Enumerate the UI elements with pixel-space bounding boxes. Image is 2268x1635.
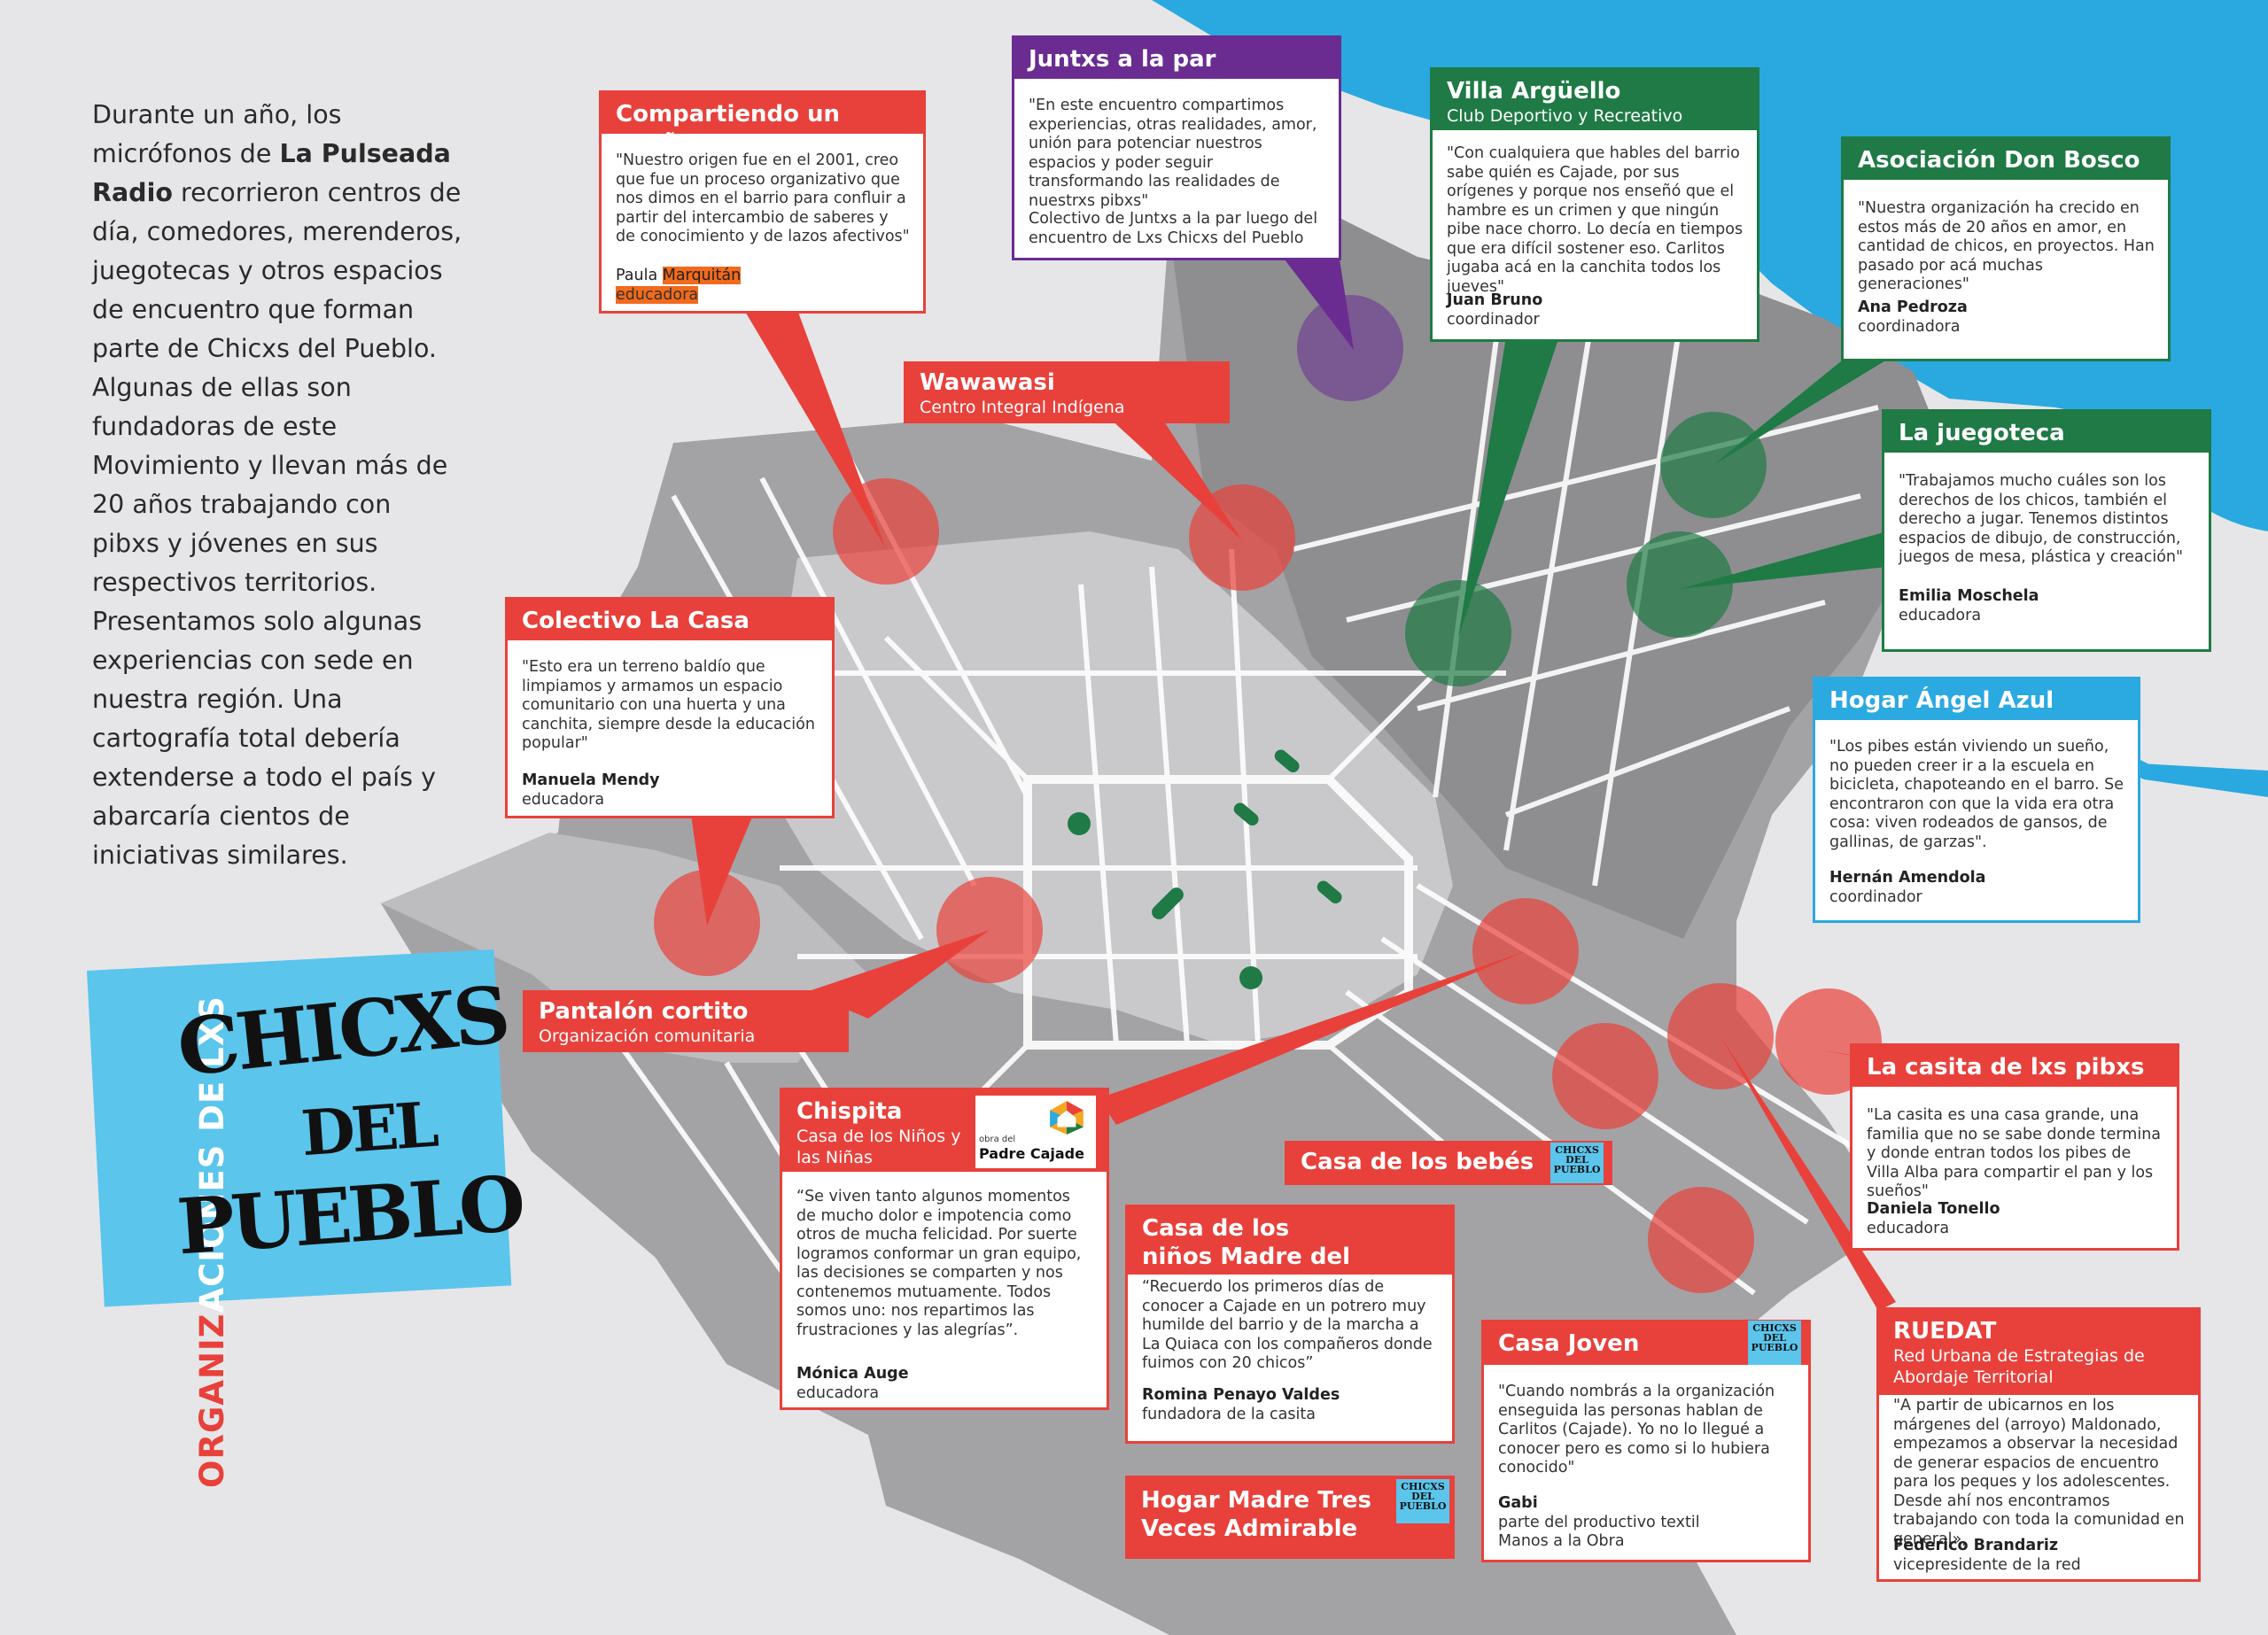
label-title: Pantalón cortito (539, 998, 749, 1025)
card-quote: “Recuerdo los primeros días de conocer a… (1142, 1278, 1433, 1372)
logo-word-del: DEL (299, 1087, 438, 1171)
card-casa-de-los-ninos: Casa de los niños Madre del Pueblo “Recu… (1125, 1205, 1455, 1444)
marker-juntxs (1297, 295, 1403, 401)
river-water (1152, 0, 2268, 531)
card-juegoteca: La juegoteca "Trabajamos mucho cuáles so… (1882, 409, 2211, 652)
card-title: Hogar Ángel Azul (1829, 687, 2054, 714)
card-role: educadora (796, 1384, 880, 1402)
card-author: Gabi (1498, 1494, 1538, 1512)
marker-casajoven (1648, 1187, 1754, 1293)
land-center (762, 531, 1453, 1045)
card-quote: "A partir de ubicarnos en los márgenes d… (1893, 1397, 2185, 1548)
card-quote: "Trabajamos mucho cuáles son los derecho… (1899, 472, 2184, 566)
card-author: Juan Bruno (1447, 291, 1543, 309)
card-title: La casita de lxs pibxs (1867, 1054, 2145, 1081)
label-subtitle: Organización comunitaria (539, 1027, 756, 1046)
marker-villa (1405, 580, 1511, 686)
card-author: Manuela Mendy (522, 771, 660, 789)
card-title: RUEDAT (1893, 1318, 1997, 1344)
chicxs-mini-logo-icon: CHICXS DEL PUEBLO (1396, 1479, 1449, 1523)
card-author: Paula Marquitán (616, 267, 742, 284)
intro-p1-b: recorrieron centros de día, comedores, m… (92, 178, 462, 363)
card-don-bosco: Asociación Don Bosco "Nuestra organizaci… (1841, 136, 2171, 361)
card-title: Juntxs a la par (1029, 46, 1216, 73)
padre-cajade-hex-icon (1050, 1101, 1084, 1135)
card-role: fundadora de la casita (1142, 1406, 1316, 1423)
card-quote: "En este encuentro compartimos experienc… (1029, 97, 1317, 210)
chicxs-mini-logo-icon: CHICXS DEL PUEBLO (1748, 1321, 1801, 1365)
card-title: Casa de los niños Madre del Pueblo (1142, 1215, 1351, 1298)
intro-p2: Algunas de ellas son fundadoras de este … (92, 373, 448, 597)
card-title: Casa Joven (1498, 1330, 1640, 1357)
chicxs-mini-logo-icon: CHICXS DEL PUEBLO (1550, 1143, 1604, 1183)
card-title: La juegoteca (1899, 420, 2065, 446)
card-subtitle: Red Urbana de Estrategias de Abordaje Te… (1893, 1346, 2145, 1387)
label-pantalon-cortito: Pantalón cortito Organización comunitari… (523, 990, 849, 1052)
marker-juegoteca (1627, 531, 1733, 638)
card-quote: "Nuestro origen fue en el 2001, creo que… (616, 151, 910, 245)
intro-p3: Presentamos solo algunas experiencias co… (92, 607, 436, 870)
card-hogar-angel-azul: Hogar Ángel Azul "Los pibes están vivien… (1813, 677, 2140, 923)
card-la-casita: La casita de lxs pibxs "La casita es una… (1850, 1043, 2179, 1251)
card-role: educadora (616, 286, 699, 304)
card-role: coordinador (1447, 311, 1540, 329)
padre-cajade-badge: obra del Padre Cajade (975, 1096, 1096, 1168)
card-author: Emilia Moschela (1899, 587, 2039, 605)
label-wawawasi: Wawawasi Centro Integral Indígena (904, 361, 1230, 423)
card-quote: “Se viven tanto algunos momentos de much… (796, 1188, 1082, 1339)
card-author: Romina Penayo Valdes (1142, 1386, 1340, 1404)
card-title: Compartiendo un sueño (616, 101, 841, 156)
card-role: coordinadora (1858, 318, 1961, 336)
card-title: Villa Argüello (1447, 78, 1621, 105)
card-author: Federico Brandariz (1893, 1537, 2059, 1554)
card-note: Colectivo de Juntxs a la par luego del e… (1029, 210, 1318, 247)
card-quote: "Nuestra organización ha crecido en esto… (1858, 199, 2155, 293)
card-quote: "Esto era un terreno baldío que limpiamo… (522, 658, 815, 752)
label-hogar-madre: Hogar Madre Tres Veces Admirable CHICXS … (1125, 1476, 1455, 1559)
card-role: educadora (1899, 607, 1982, 624)
card-compartiendo: Compartiendo un sueño "Nuestro origen fu… (599, 90, 926, 314)
card-quote: "Cuando nombrás a la organización ensegu… (1498, 1383, 1775, 1476)
card-role: vicepresidente de la red (1893, 1556, 2081, 1574)
card-role: educadora (1867, 1220, 1950, 1237)
card-subtitle: Casa de los Niños y las Niñas (796, 1127, 961, 1167)
card-casa-joven: Casa Joven CHICXS DEL PUEBLO "Cuando nom… (1481, 1320, 1811, 1562)
card-role: educadora (522, 791, 605, 809)
card-juntxs: Juntxs a la par "En este encuentro compa… (1012, 35, 1341, 260)
label-title: Wawawasi (920, 369, 1055, 396)
card-quote: "Los pibes están viviendo un sueño, no p… (1829, 738, 2124, 851)
label-casa-de-los-bebes: Casa de los bebés CHICXS DEL PUEBLO (1285, 1141, 1612, 1185)
card-role: coordinador (1829, 888, 1922, 906)
intro-p1-a: Durante un año, los micrófonos de (92, 100, 342, 168)
label-title: Casa de los bebés (1301, 1149, 1534, 1175)
label-subtitle: Centro Integral Indígena (920, 398, 1125, 417)
card-author: Daniela Tonello (1867, 1200, 2000, 1218)
card-author: Hernán Amendola (1829, 869, 1986, 887)
marker-compartiendo (833, 478, 939, 585)
card-quote: "Con cualquiera que hables del barrio sa… (1447, 144, 1744, 296)
card-title: Colectivo La Casa (522, 608, 750, 634)
card-subtitle: Club Deportivo y Recreativo (1447, 106, 1683, 126)
intro-radio-name: La Pulseada Radio (92, 139, 451, 207)
card-role: parte del productivo textil Manos a la O… (1498, 1514, 1700, 1550)
logo-word-pueblo: PUEBLO (174, 1158, 525, 1273)
label-title: Hogar Madre Tres Veces Admirable (1141, 1487, 1371, 1542)
card-title: Chispita (796, 1098, 903, 1125)
card-title: Asociación Don Bosco (1858, 147, 2140, 174)
card-colectivo-la-casa: Colectivo La Casa "Esto era un terreno b… (505, 597, 835, 818)
card-author: Ana Pedroza (1858, 298, 1968, 316)
marker-bebes (1552, 1023, 1658, 1129)
intro-text: Durante un año, los micrófonos de La Pul… (92, 96, 464, 875)
card-author: Mónica Auge (796, 1365, 909, 1383)
card-quote: "La casita es una casa grande, una famil… (1867, 1106, 2162, 1200)
